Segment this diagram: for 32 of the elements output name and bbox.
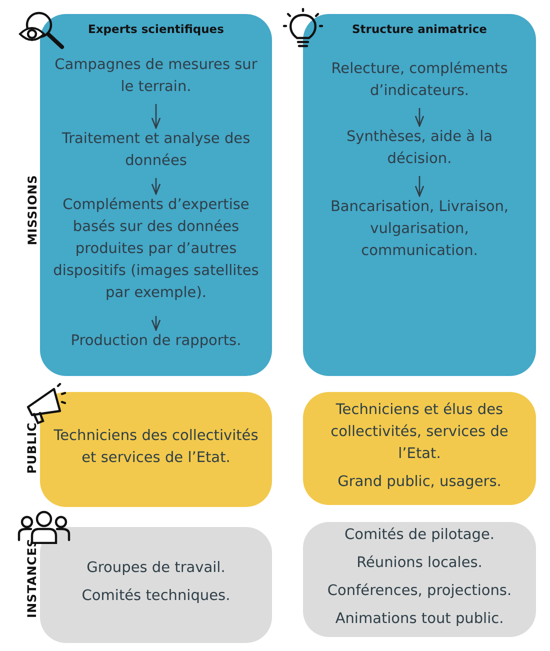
box-text: Techniciens des collectivités et services de l’Etat. <box>52 426 260 468</box>
step-text: Compléments d’expertise basés sur des données produites par d’autres dispositifs (images satellites par exemple). <box>42 194 270 316</box>
box-text: Réunions locales. <box>356 554 484 572</box>
text-box <box>40 527 272 643</box>
row-label: PUBLIC <box>24 422 39 474</box>
step-text: Traitement et analyse des données <box>50 128 262 178</box>
text-box <box>303 392 536 505</box>
box-text: Conférences, projections. <box>326 582 513 600</box>
row-label: MISSIONS <box>24 174 39 246</box>
step-text: Campagnes de mesures sur le terrain. <box>50 54 262 104</box>
box-text: Comités de pilotage. <box>343 526 496 544</box>
box-text: Grand public, usagers. <box>336 472 502 492</box>
arrow <box>414 176 424 197</box>
box-text: Animations tout public. <box>334 610 505 628</box>
row-label: INSTANCES <box>24 538 39 618</box>
column-heading: Structure animatrice <box>351 22 488 36</box>
box-text: Comités techniques. <box>80 587 232 606</box>
column-panel <box>303 14 536 376</box>
step-text: Production de rapports. <box>50 330 262 356</box>
column-heading: Experts scientifiques <box>87 22 225 36</box>
arrow <box>151 104 161 129</box>
arrow <box>151 316 161 331</box>
box-text: Groupes de travail. <box>86 559 226 578</box>
step-text: Relecture, compléments d’indicateurs. <box>313 58 526 108</box>
text-box <box>303 522 536 637</box>
arrow <box>414 108 424 127</box>
box-text: Techniciens et élus des collectivités, services de l’Etat. <box>330 400 510 464</box>
step-text: Bancarisation, Livraison, vulgarisation, communication. <box>313 196 526 296</box>
step-text: Synthèses, aide à la décision. <box>313 126 526 176</box>
text-box <box>40 392 272 507</box>
column-panel <box>40 14 272 376</box>
arrow <box>151 178 161 195</box>
